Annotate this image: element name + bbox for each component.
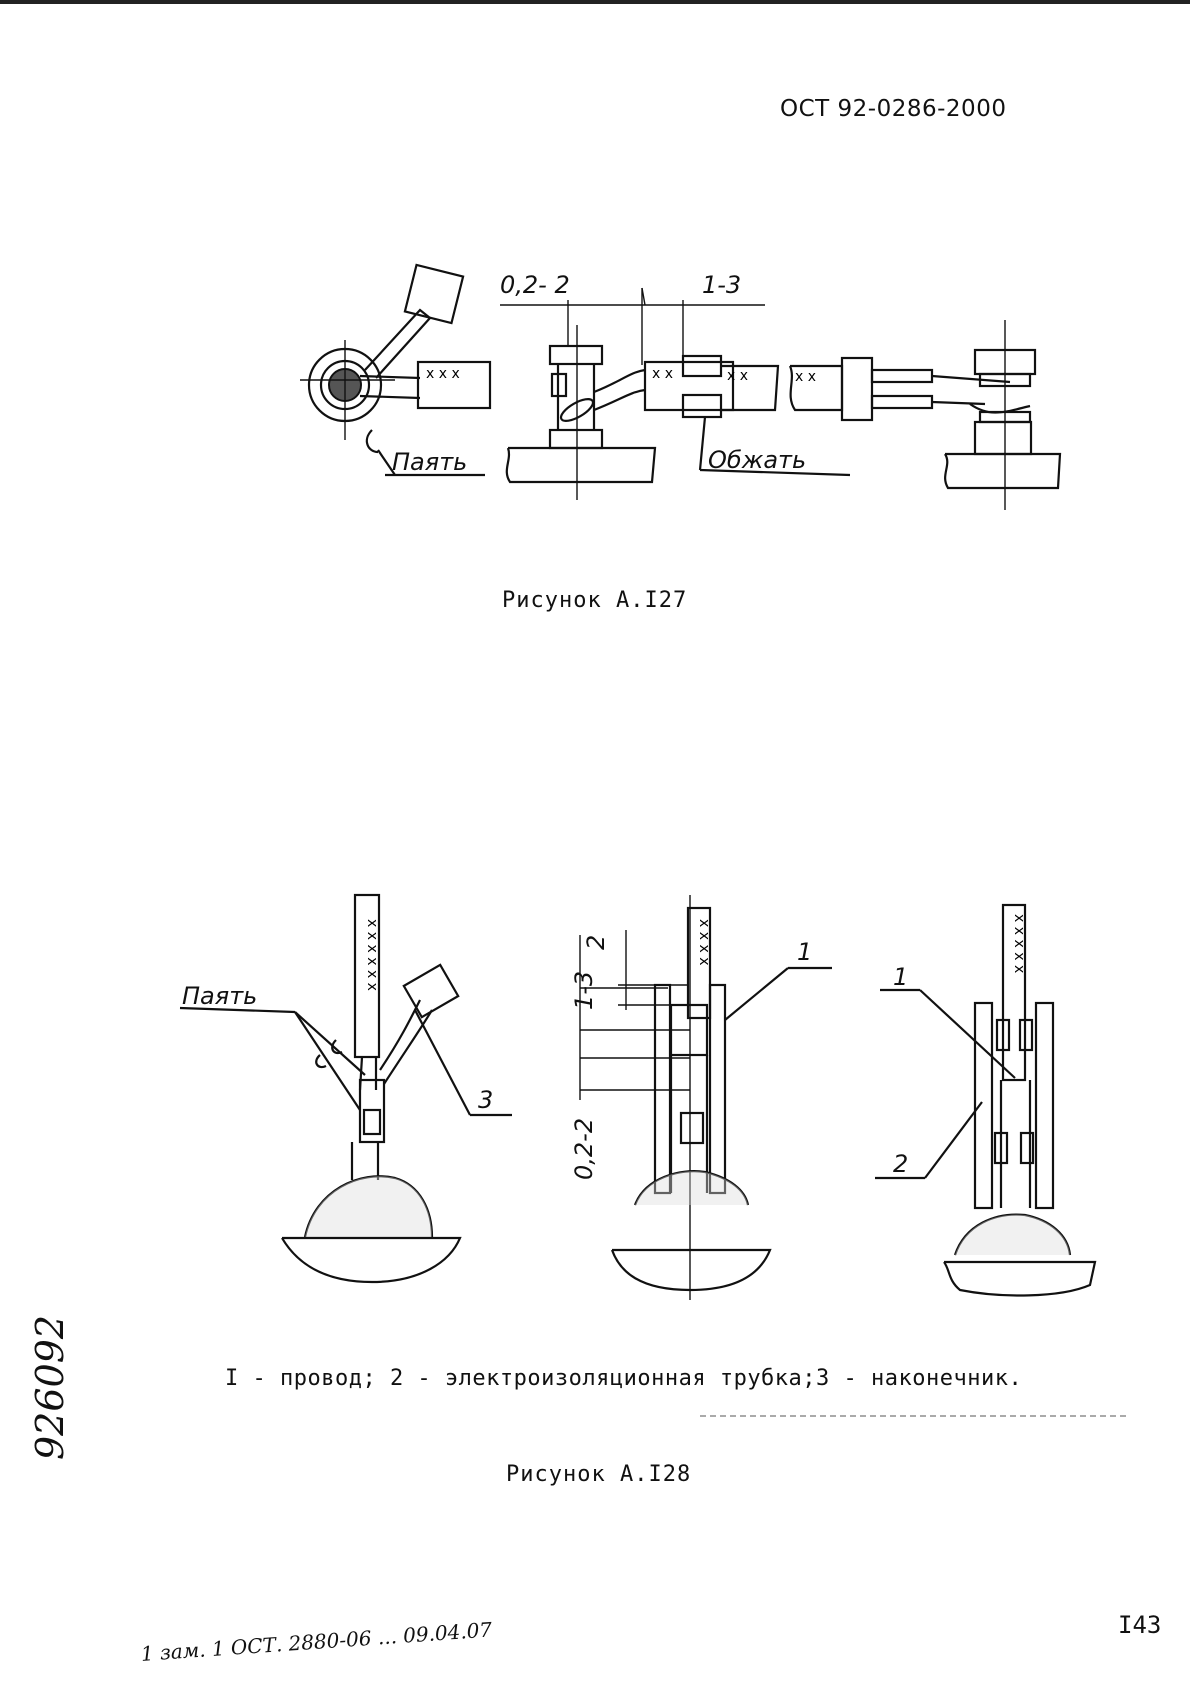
svg-text:x x x x x: x x x x x bbox=[1011, 914, 1027, 973]
fig128-solder-label: Паять bbox=[182, 982, 257, 1010]
fig128-callout-2: 2 bbox=[893, 1150, 908, 1178]
fig128-dim-1-3: 1-3 bbox=[570, 971, 598, 1010]
figure-128-legend: I - провод; 2 - электроизоляционная труб… bbox=[225, 1366, 1022, 1391]
fig128-callout-3: 3 bbox=[478, 1086, 493, 1114]
svg-text:x x x x: x x x x bbox=[696, 919, 712, 966]
svg-text:x x x x x x: x x x x x x bbox=[364, 919, 380, 991]
figure-128-caption: Рисунок А.I28 bbox=[506, 1462, 691, 1487]
fig128-callout-1a: 1 bbox=[797, 938, 812, 966]
inventory-number: 926092 bbox=[28, 1315, 72, 1460]
fig128-callout-1b: 1 bbox=[893, 963, 908, 991]
page-number: I43 bbox=[1118, 1611, 1161, 1639]
fig128-left-assembly: x x x x x x bbox=[180, 895, 512, 1282]
fig128-dim-2: 2 bbox=[582, 935, 610, 950]
fig128-middle-assembly: x x x x bbox=[580, 895, 832, 1300]
fig128-dim-0-2-2: 0,2-2 bbox=[570, 1118, 598, 1180]
